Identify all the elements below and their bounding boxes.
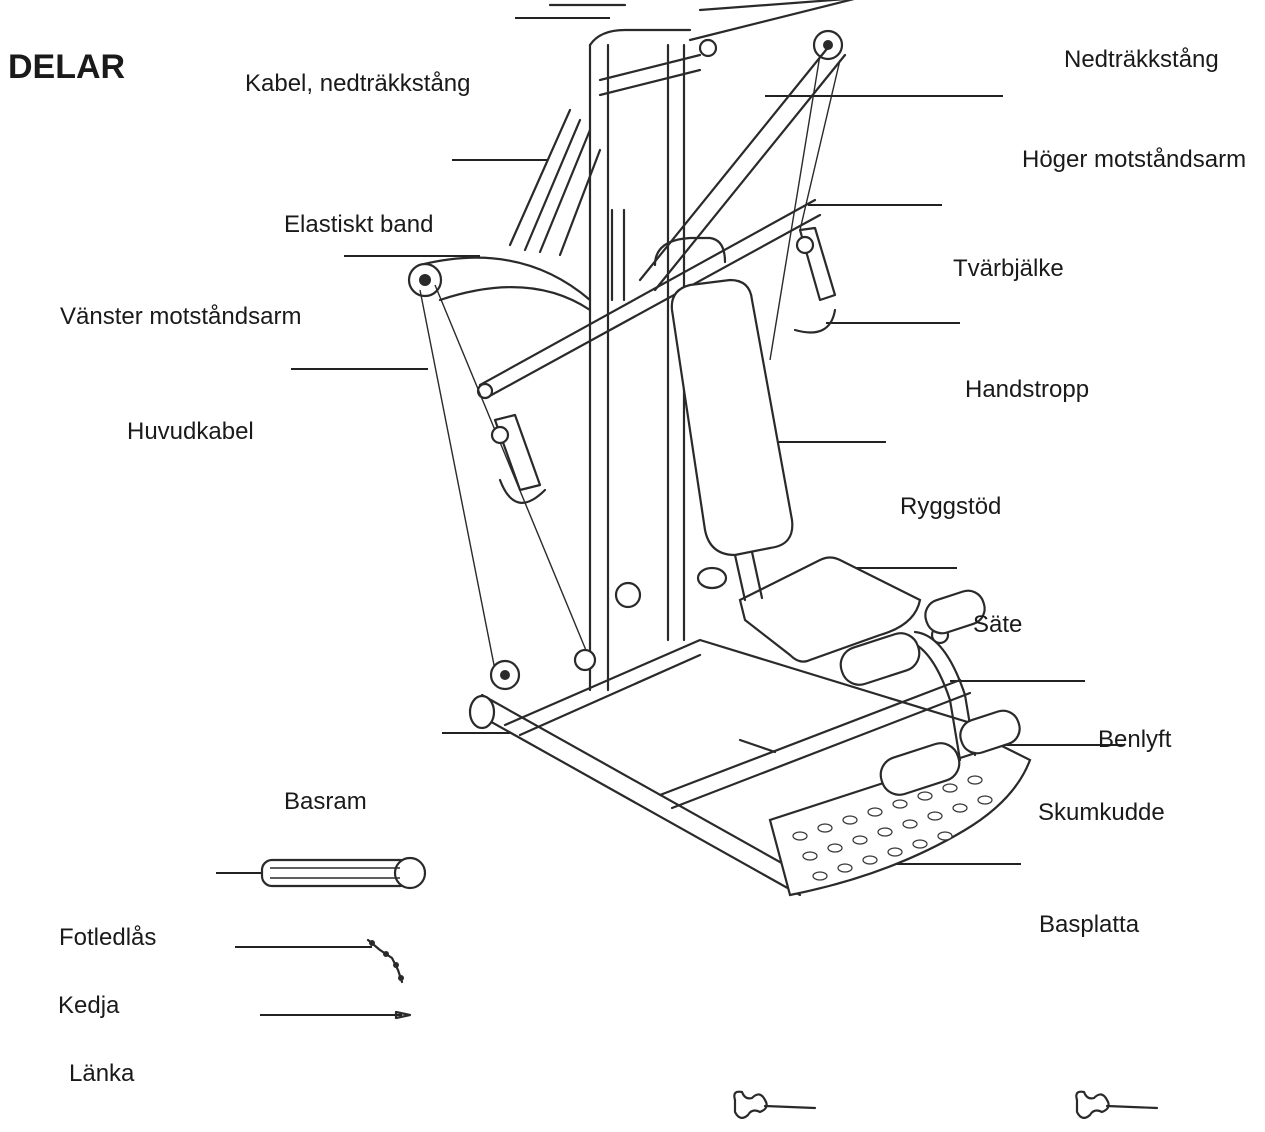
label-chain: Kedja — [58, 992, 120, 1019]
label-cable-pull-down-bar: Kabel, nedträkkstång — [245, 70, 471, 97]
foam-pads — [839, 589, 1021, 796]
chain-part — [366, 938, 404, 984]
base-plate — [768, 743, 1032, 897]
label-pull-down-bar: Nedträkkstång — [1064, 46, 1219, 73]
label-cross-beam: Tvärbjälke — [953, 255, 1064, 282]
label-foam-pad: Skumkudde — [1038, 799, 1165, 826]
cross-beam — [476, 198, 822, 400]
label-seat: Säte — [973, 611, 1023, 638]
ankle-lock-part — [260, 856, 427, 890]
backrest — [653, 236, 794, 557]
hardware-pin-right — [1075, 1090, 1159, 1119]
link-part — [394, 1010, 412, 1020]
parts-heading: DELAR — [8, 48, 126, 86]
left-resistance-arm — [407, 256, 592, 312]
base-frame — [468, 638, 1012, 897]
elastic-bands — [508, 108, 602, 257]
seat — [696, 550, 922, 663]
label-backrest: Ryggstöd — [900, 493, 1002, 520]
label-left-resistance-arm: Vänster motståndsarm — [60, 303, 302, 330]
label-link: Länka — [69, 1060, 135, 1087]
label-hand-strap: Handstropp — [965, 376, 1090, 403]
label-ankle-lock: Fotledlås — [59, 924, 157, 951]
label-elastic-band: Elastiskt band — [284, 211, 434, 238]
label-right-resistance-arm: Höger motståndsarm — [1022, 146, 1247, 173]
main-cable — [419, 208, 642, 691]
label-base-frame: Basram — [284, 788, 367, 815]
hardware-pin-left — [733, 1090, 817, 1119]
label-leg-lift: Benlyft — [1098, 726, 1172, 753]
label-main-cable: Huvudkabel — [127, 418, 254, 445]
hand-straps — [490, 226, 837, 504]
label-base-plate: Basplatta — [1039, 911, 1140, 938]
pull-down-bar — [548, 0, 855, 61]
